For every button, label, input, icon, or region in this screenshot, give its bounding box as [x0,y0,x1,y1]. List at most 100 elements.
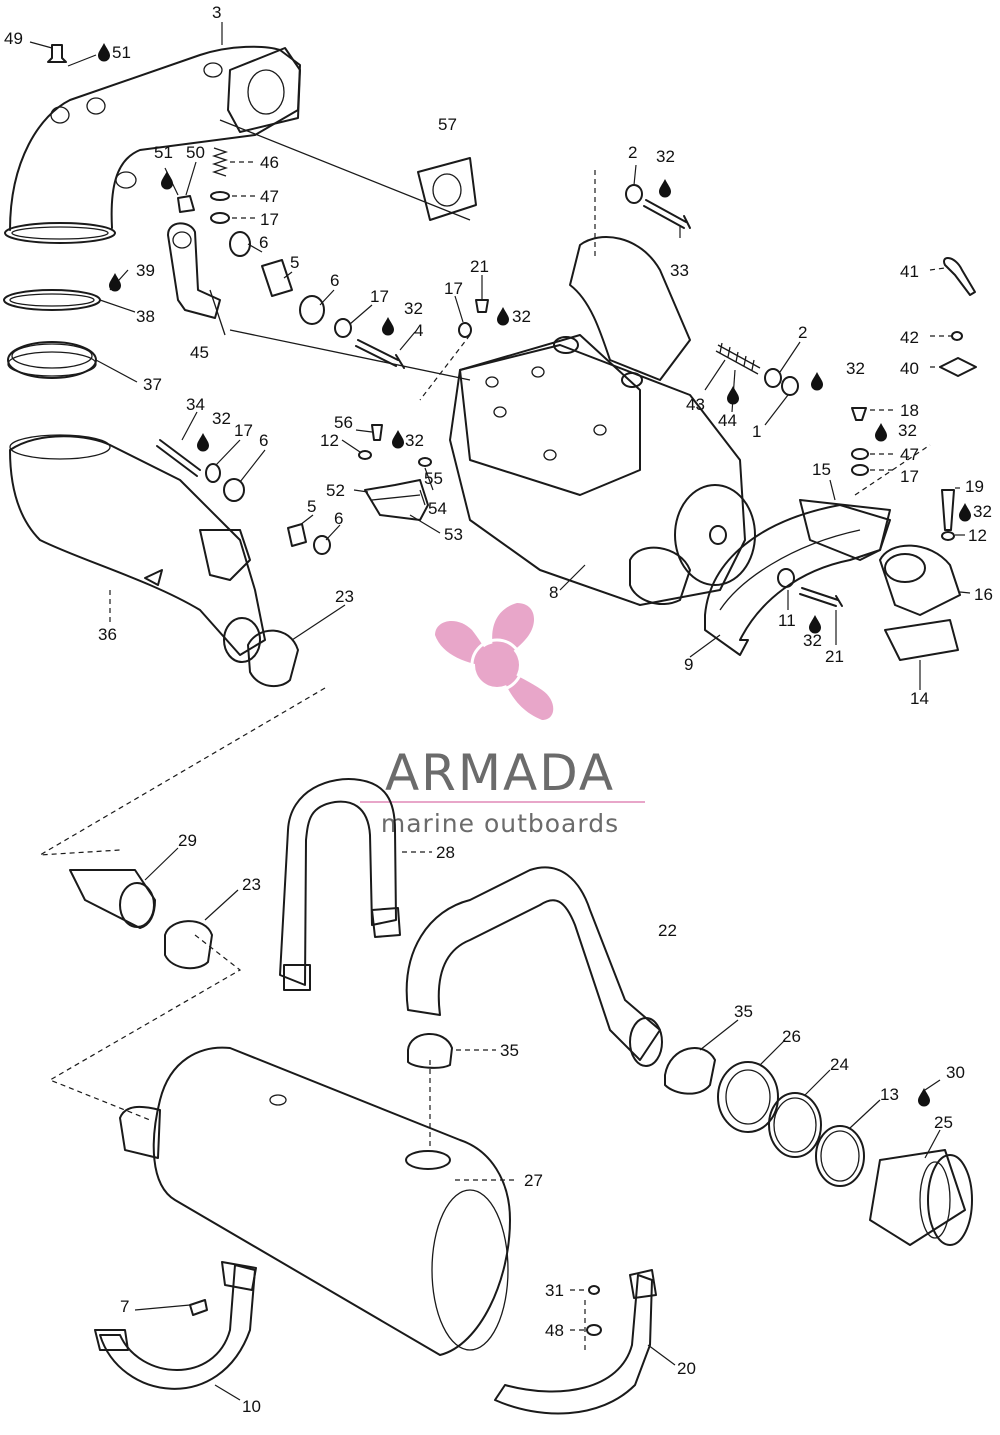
callout: 26 [782,1027,801,1046]
washer-17-left [205,463,221,483]
leader-24 [804,1069,831,1096]
leader-25 [924,1129,941,1159]
callout: 24 [830,1055,849,1074]
callout: 47 [900,445,919,464]
oil-drop-icon [109,273,121,292]
washer-17-right [851,464,869,476]
clamp-35-center [407,1033,453,1069]
leader-10 [214,1384,241,1401]
leader-5b [299,514,314,526]
leader-9 [689,634,721,658]
callout: 51 [154,143,173,162]
strap-10-tab-right [221,1261,257,1291]
engine-body-group [358,170,799,606]
ring-26 [717,1061,779,1133]
engine-mount-rubber [884,553,926,583]
callout: 53 [444,525,463,544]
head-stud-5 [543,449,557,461]
outlet-fitting-25 [869,1149,966,1246]
fitting-51 [177,195,195,213]
washer-17-top [210,212,230,224]
propeller-blade-3 [499,668,554,720]
clamp-37-band [7,351,97,377]
oil-drop-icon [392,430,404,449]
callout: 6 [259,431,268,450]
hose-22-end [629,1017,663,1067]
callout: 9 [684,655,693,674]
callout: 5 [290,253,299,272]
callout: 46 [260,153,279,172]
washer-17-mid [334,318,352,338]
leader-20 [647,1344,676,1366]
nut-48 [586,1324,602,1336]
pipe-36-inlet [9,434,111,460]
leader-6c [239,449,266,483]
mount-bracket-52 [364,479,429,521]
callout: 40 [900,359,919,378]
callout: 33 [670,261,689,280]
strap-20-tab [629,1269,657,1299]
leader-23a [291,604,346,641]
callout: 17 [260,210,279,229]
brand-tagline: marine outboards [381,809,619,838]
callout: 41 [900,262,919,281]
callout: 51 [112,43,131,62]
callout: 32 [803,631,822,650]
gasket-24-inner [773,1097,817,1153]
leader-15 [829,479,836,501]
leader-6a [247,243,263,253]
cylinder-head [459,334,641,496]
leader-52 [353,489,369,493]
oil-drop-icon [659,179,671,198]
callout: 19 [965,477,984,496]
washer-12-right [941,531,955,541]
sleeve-5-b [287,523,307,547]
leader-54 [419,489,426,506]
mount-bracket-edge [371,494,421,501]
gasket-24 [768,1092,822,1158]
callout: 14 [910,689,929,708]
grommet-6-c [223,478,245,502]
callout: 8 [549,583,558,602]
grommet-6-a [229,231,251,257]
leader-lines [29,22,971,1401]
oil-drop-icon [875,423,887,442]
callout: 27 [524,1171,543,1190]
sleeve-5-a [261,259,293,297]
bolt-33 [643,199,691,229]
manifold-hole-3 [50,106,70,124]
leader-55 [424,467,434,491]
head-stud-1 [485,376,499,388]
propeller-hub-ring [470,638,524,692]
callout: 28 [436,843,455,862]
fitting-49 [47,44,67,63]
engine-port-1 [553,336,579,354]
guide-line-2 [48,934,242,1121]
callout: 6 [330,271,339,290]
callout: 17 [234,421,253,440]
leader-49 [29,41,53,49]
strap-28 [279,778,397,986]
screw-7 [189,1299,208,1316]
callout: 20 [677,1359,696,1378]
leader-8 [559,564,586,591]
screw-56 [371,424,383,441]
callout: 37 [143,375,162,394]
callout: 32 [212,409,231,428]
oil-drop-icon [727,386,739,405]
gasket-38-inner [9,293,95,307]
washer-42 [951,331,963,341]
callout: 18 [900,401,919,420]
propeller-icon [435,603,554,720]
heat-shield-9-inner [719,529,861,611]
assembly-link-line-2 [419,334,471,401]
callout: 35 [734,1002,753,1021]
propeller-hub [475,643,519,687]
leader-38 [99,299,136,313]
callout: 17 [370,287,389,306]
head-stud-4 [593,424,607,436]
manifold-hole-1 [203,62,223,78]
callout: 21 [825,647,844,666]
spacer-11 [777,568,795,588]
callout: 29 [178,831,197,850]
